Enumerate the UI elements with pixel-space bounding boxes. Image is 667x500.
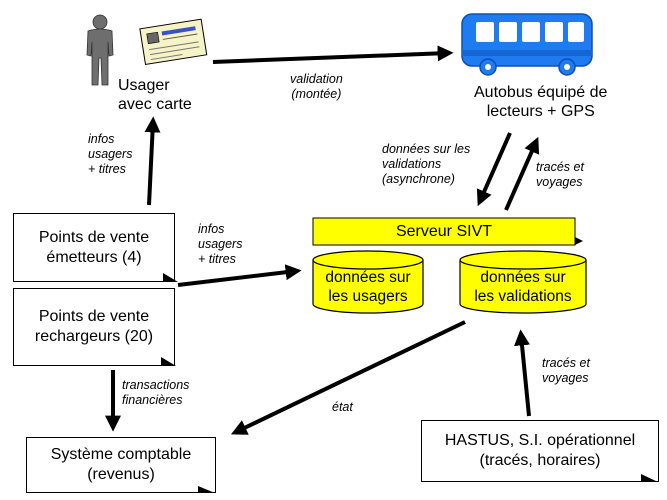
edge-label-etat: état (332, 400, 353, 415)
server-banner (312, 217, 576, 246)
edge-label-traces-bus: tracés et voyages (536, 160, 584, 190)
serveur-title: Serveur SIVT (395, 223, 493, 240)
arrow-etat (230, 320, 466, 435)
edge-infos-usager-line3: + titres (88, 162, 126, 176)
edge-validation-line2: (montée) (291, 87, 342, 101)
systeme-comptable-fold (198, 486, 215, 493)
edge-etat-line1: état (332, 400, 353, 414)
hastus-line2: (tracés, horaires) (479, 452, 601, 469)
db-usagers-line2: les usagers (328, 288, 408, 305)
edge-label-validation: validation (montée) (290, 72, 343, 102)
edge-infos-serveur-line3: + titres (198, 252, 236, 266)
edge-label-infos-serveur: infos usagers + titres (198, 222, 242, 267)
edge-label-donnees-validations: données sur les validations (asynchrone) (382, 142, 470, 187)
arrow-infos-to-serveur (177, 264, 302, 287)
edge-label-transactions: transactions financières (122, 378, 189, 408)
edge-traces-bus-line1: tracés et (536, 160, 584, 174)
edge-transactions-line1: transactions (122, 378, 190, 392)
edge-transactions-line2: financières (122, 393, 183, 407)
edge-infos-usager-line2: usagers (88, 147, 133, 161)
db-validations-line2: les validations (474, 288, 572, 305)
edge-traces-bus-line2: voyages (536, 175, 583, 189)
edge-label-infos-usager: infos usagers + titres (88, 132, 132, 177)
edge-traces-hastus-line2: voyages (542, 371, 589, 385)
arrow-validations-to-serveur (476, 132, 512, 207)
hastus-box: HASTUS, S.I. opérationnel (tracés, horai… (421, 420, 659, 482)
autobus-line2: lecteurs + GPS (486, 103, 595, 120)
pv-emetteurs-line1: Points de vente (38, 228, 150, 246)
person-icon (86, 14, 114, 86)
pv-rechargeurs-line1: Points de vente (38, 308, 150, 325)
bus-icon (461, 13, 593, 76)
pv-emetteurs-line2: émetteurs (4) (46, 248, 142, 266)
db-usagers-cylinder (312, 250, 424, 314)
db-usagers-label: données sur les usagers (313, 268, 423, 306)
pv-rechargeurs-box: Points de vente rechargeurs (20) (13, 288, 175, 366)
transit-card-icon (139, 18, 208, 66)
systeme-comptable-line2: (revenus) (87, 466, 155, 483)
systeme-comptable-line1: Système comptable (50, 446, 192, 463)
arrow-validation (212, 45, 454, 64)
edge-infos-serveur-line2: usagers (198, 237, 243, 251)
arrow-infos-to-usager (144, 116, 161, 206)
edge-infos-usager-line1: infos (88, 132, 115, 146)
arrow-traces-to-bus (504, 136, 540, 211)
autobus-line1: Autobus équipé de (474, 84, 608, 101)
db-validations-cylinder (459, 250, 587, 314)
usager-label: Usager avec carte (118, 76, 192, 114)
edge-traces-hastus-line1: tracés et (542, 356, 590, 370)
hastus-fold (641, 474, 658, 482)
edge-infos-serveur-line1: infos (198, 222, 225, 236)
arrow-hastus-to-serveur (514, 329, 531, 417)
systeme-comptable-box: Système comptable (revenus) (26, 437, 216, 493)
db-validations-label: données sur les validations (460, 268, 586, 306)
hastus-line1: HASTUS, S.I. opérationnel (444, 432, 636, 449)
edge-donnees-validations-line1: données sur les (382, 142, 471, 156)
edge-validation-line1: validation (290, 72, 343, 86)
pv-rechargeurs-line2: rechargeurs (20) (34, 328, 154, 345)
usager-line2: avec carte (118, 96, 192, 113)
autobus-label: Autobus équipé de lecteurs + GPS (474, 83, 607, 121)
pv-emetteurs-fold (163, 273, 178, 282)
server-banner-fold (575, 237, 583, 245)
edge-donnees-validations-line3: (asynchrone) (382, 172, 455, 186)
edge-label-traces-hastus: tracés et voyages (542, 356, 590, 386)
pv-rechargeurs-fold (161, 357, 176, 366)
db-validations-line1: données sur (480, 269, 566, 286)
edge-donnees-validations-line2: validations (382, 157, 442, 171)
pv-emetteurs-box: Points de vente émetteurs (4) (13, 213, 175, 282)
db-usagers-line1: données sur (325, 269, 411, 286)
usager-line1: Usager (118, 77, 170, 94)
